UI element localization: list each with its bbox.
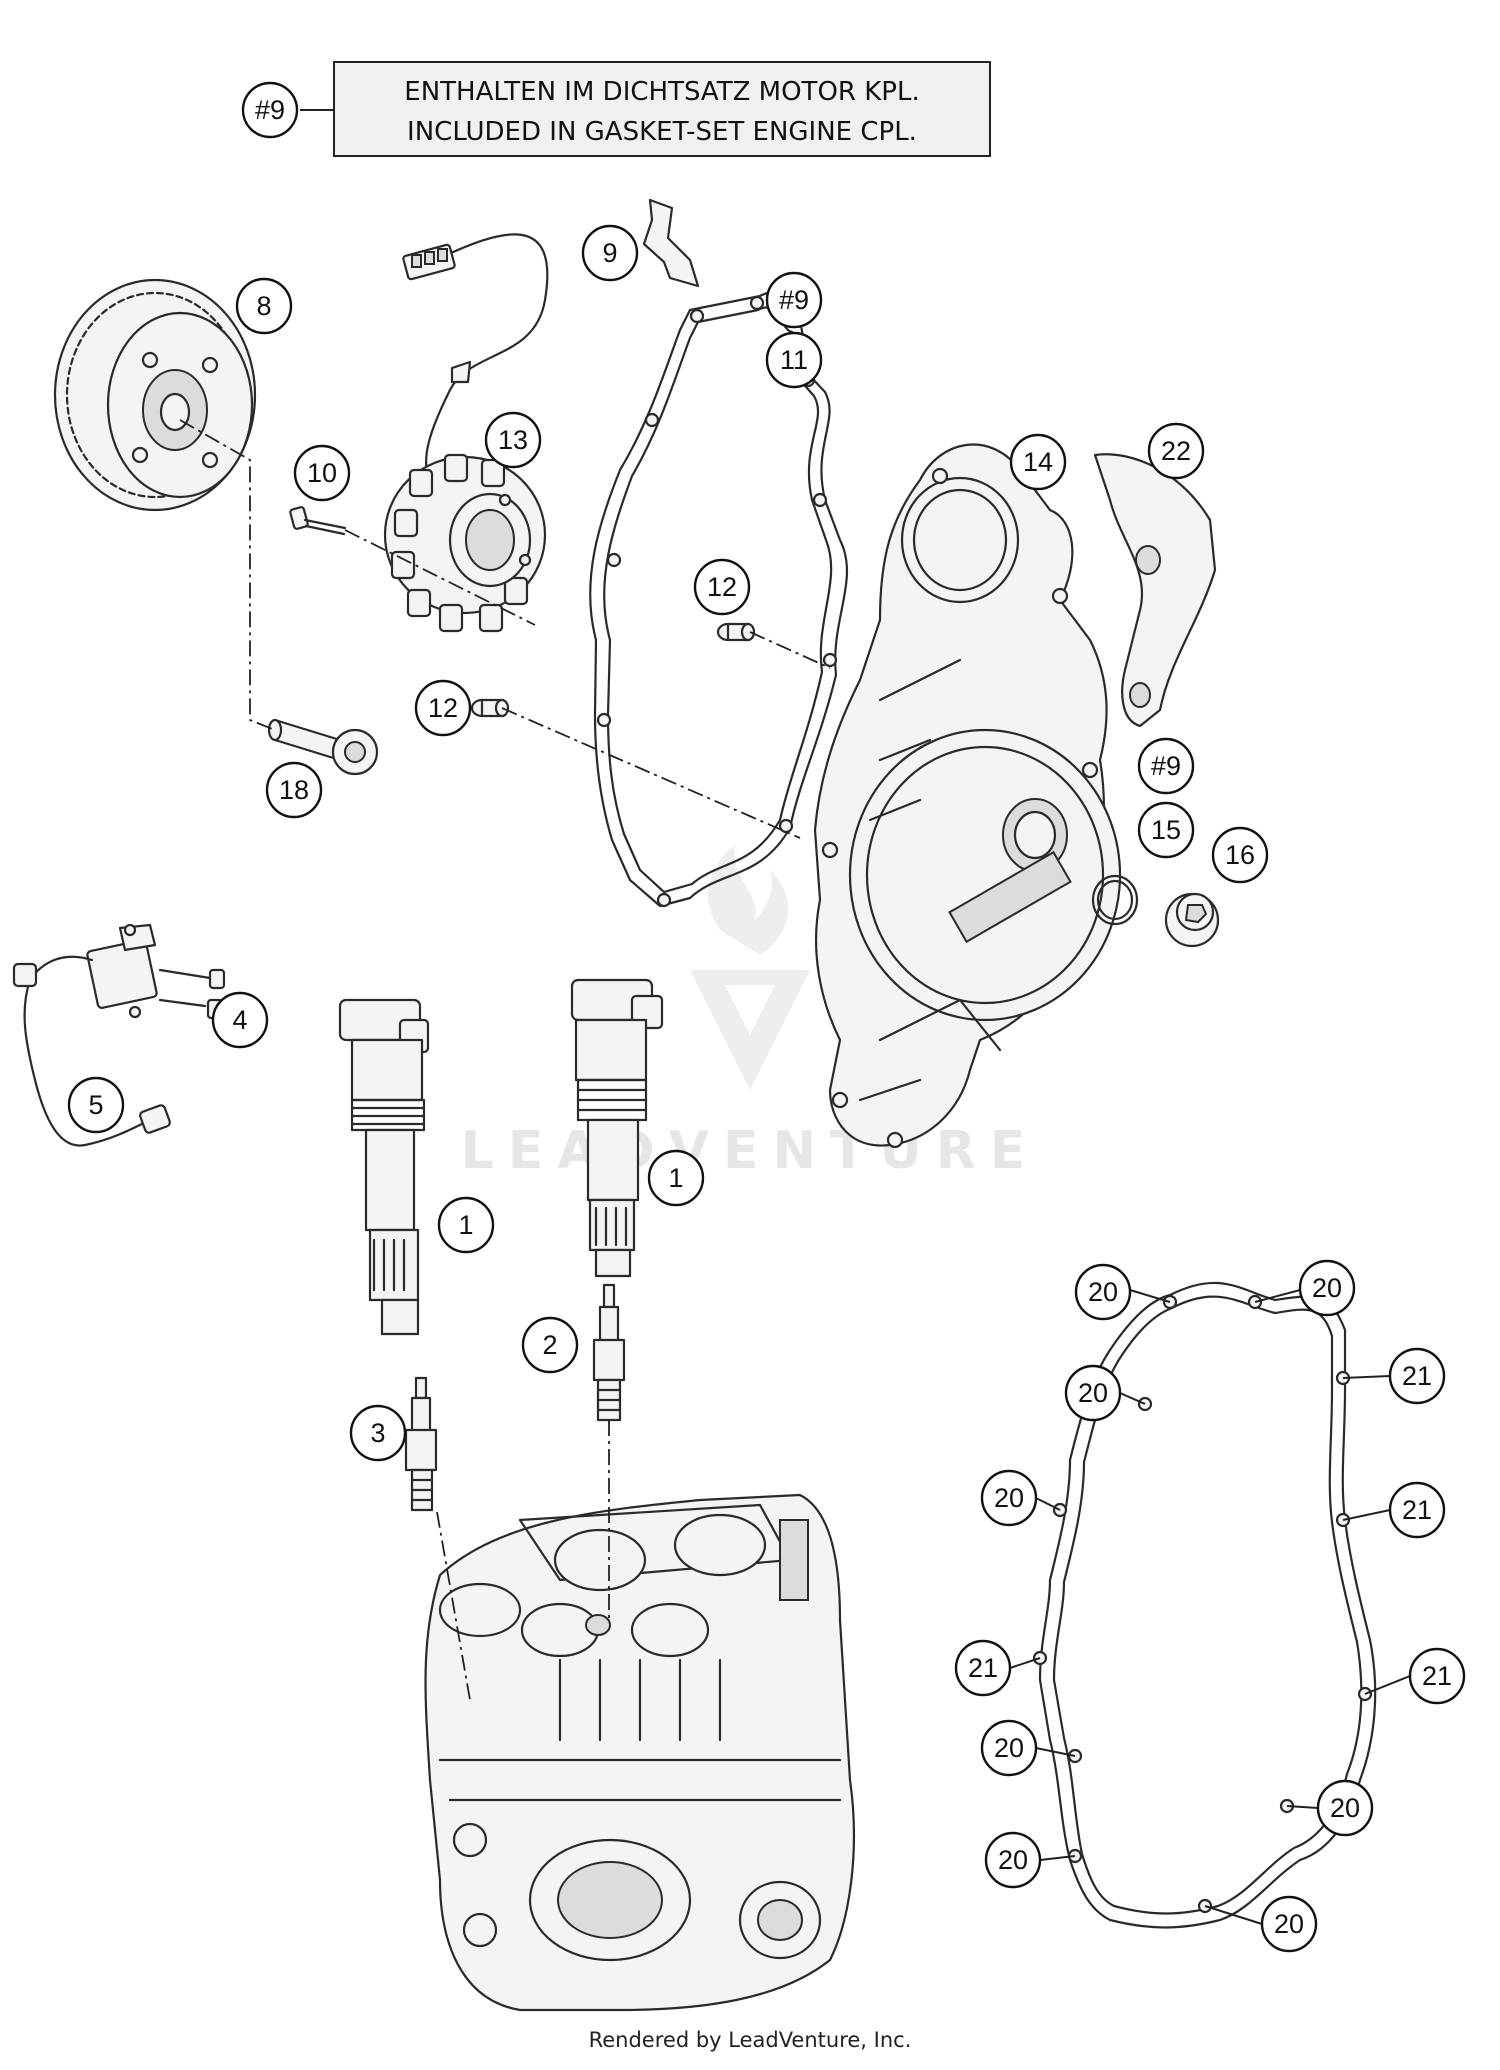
clip-part-9 [642, 198, 700, 288]
svg-text:1: 1 [668, 1163, 683, 1193]
svg-text:14: 14 [1023, 447, 1053, 477]
callout-11: 11 [765, 331, 823, 389]
callout-18: 18 [265, 761, 323, 819]
svg-text:5: 5 [88, 1090, 103, 1120]
svg-text:8: 8 [256, 291, 271, 321]
callout-21d: 21 [1408, 1647, 1466, 1705]
svg-text:20: 20 [1312, 1273, 1342, 1303]
stator-part [383, 233, 549, 633]
callout-1b: 1 [647, 1149, 705, 1207]
watermark-text: LEADVENTURE [461, 1121, 1040, 1181]
footer-credit: Rendered by LeadVenture, Inc. [589, 2028, 912, 2052]
svg-text:21: 21 [1422, 1661, 1452, 1691]
screw-part-10 [289, 506, 347, 536]
svg-text:21: 21 [968, 1653, 998, 1683]
gasket-set-note: ENTHALTEN IM DICHTSATZ MOTOR KPL. INCLUD… [300, 61, 991, 157]
callout-14: 14 [1009, 433, 1067, 491]
ignition-coil-part-1a [338, 998, 430, 1336]
svg-text:10: 10 [307, 458, 337, 488]
svg-text:20: 20 [994, 1733, 1024, 1763]
svg-text:#9: #9 [779, 285, 809, 315]
svg-text:12: 12 [428, 693, 458, 723]
callout-9-ref-a: #9 [765, 271, 823, 329]
callout-20e: 20 [980, 1719, 1038, 1777]
callout-13: 13 [484, 411, 542, 469]
bolt-part-18 [267, 718, 379, 776]
leader-lines [1009, 1289, 1411, 1925]
svg-text:21: 21 [1402, 1495, 1432, 1525]
callout-20h: 20 [1260, 1895, 1318, 1953]
callout-16: 16 [1211, 826, 1269, 884]
flywheel-rotor-part [53, 278, 257, 512]
note-line-german: ENTHALTEN IM DICHTSATZ MOTOR KPL. [404, 77, 919, 107]
callout-21b: 21 [1388, 1481, 1446, 1539]
callout-12a: 12 [693, 558, 751, 616]
svg-text:20: 20 [1274, 1909, 1304, 1939]
dowel-pin-part-12a [716, 622, 756, 642]
svg-text:20: 20 [1088, 1277, 1118, 1307]
svg-text:21: 21 [1402, 1361, 1432, 1391]
harness-part-5 [12, 955, 171, 1147]
svg-text:16: 16 [1225, 840, 1255, 870]
callout-15: 15 [1137, 801, 1195, 859]
note-line-english: INCLUDED IN GASKET-SET ENGINE CPL. [407, 117, 917, 147]
callout-20c: 20 [1064, 1364, 1122, 1422]
cover-gasket-detail [1032, 1281, 1377, 1929]
svg-text:#9: #9 [1151, 751, 1181, 781]
callout-note-ref: #9 [241, 81, 299, 139]
cover-cap-part-22 [1093, 453, 1217, 728]
callout-2: 2 [521, 1316, 579, 1374]
svg-text:2: 2 [542, 1330, 557, 1360]
svg-text:20: 20 [994, 1483, 1024, 1513]
cylinder-head [424, 1493, 856, 2012]
callout-20g: 20 [984, 1831, 1042, 1889]
ignition-coil-part-1b [570, 978, 664, 1278]
svg-text:4: 4 [232, 1005, 247, 1035]
callout-22: 22 [1147, 422, 1205, 480]
svg-text:15: 15 [1151, 815, 1181, 845]
svg-text:12: 12 [707, 572, 737, 602]
callout-9-ref-b: #9 [1137, 737, 1195, 795]
callout-21a: 21 [1388, 1347, 1446, 1405]
svg-text:3: 3 [370, 1418, 385, 1448]
callout-12b: 12 [414, 679, 472, 737]
callout-20a: 20 [1074, 1263, 1132, 1321]
dowel-pin-part-12b [470, 698, 510, 718]
callout-1a: 1 [437, 1196, 495, 1254]
callout-8: 8 [235, 277, 293, 335]
svg-text:13: 13 [498, 425, 528, 455]
callout-20d: 20 [980, 1469, 1038, 1527]
callout-21c: 21 [954, 1639, 1012, 1697]
svg-text:20: 20 [1330, 1793, 1360, 1823]
cover-gasket-part-11 [589, 291, 849, 908]
svg-text:22: 22 [1161, 436, 1191, 466]
plug-part-16 [1164, 892, 1220, 948]
svg-text:18: 18 [279, 775, 309, 805]
svg-text:1: 1 [458, 1210, 473, 1240]
spark-plug-part-3 [404, 1376, 438, 1512]
callouts: #9 8 9 #9 11 10 13 14 [67, 81, 1466, 1953]
svg-text:11: 11 [780, 345, 808, 375]
callout-4: 4 [211, 991, 269, 1049]
callout-20f: 20 [1316, 1779, 1374, 1837]
svg-text:9: 9 [602, 238, 617, 268]
ignition-cover-part-14 [813, 443, 1122, 1149]
svg-text:20: 20 [1078, 1378, 1108, 1408]
spark-plug-part-2 [592, 1283, 626, 1422]
o-ring-part-15 [1091, 874, 1139, 926]
svg-text:20: 20 [998, 1845, 1028, 1875]
callout-5: 5 [67, 1076, 125, 1134]
sensor-part-4 [86, 923, 226, 1020]
callout-20b: 20 [1298, 1259, 1356, 1317]
svg-text:#9: #9 [255, 95, 285, 125]
callout-3: 3 [349, 1404, 407, 1462]
callout-10: 10 [293, 444, 351, 502]
assembly-lines [179, 419, 831, 1701]
callout-9: 9 [581, 224, 639, 282]
watermark: LEADVENTURE [461, 845, 1040, 1181]
